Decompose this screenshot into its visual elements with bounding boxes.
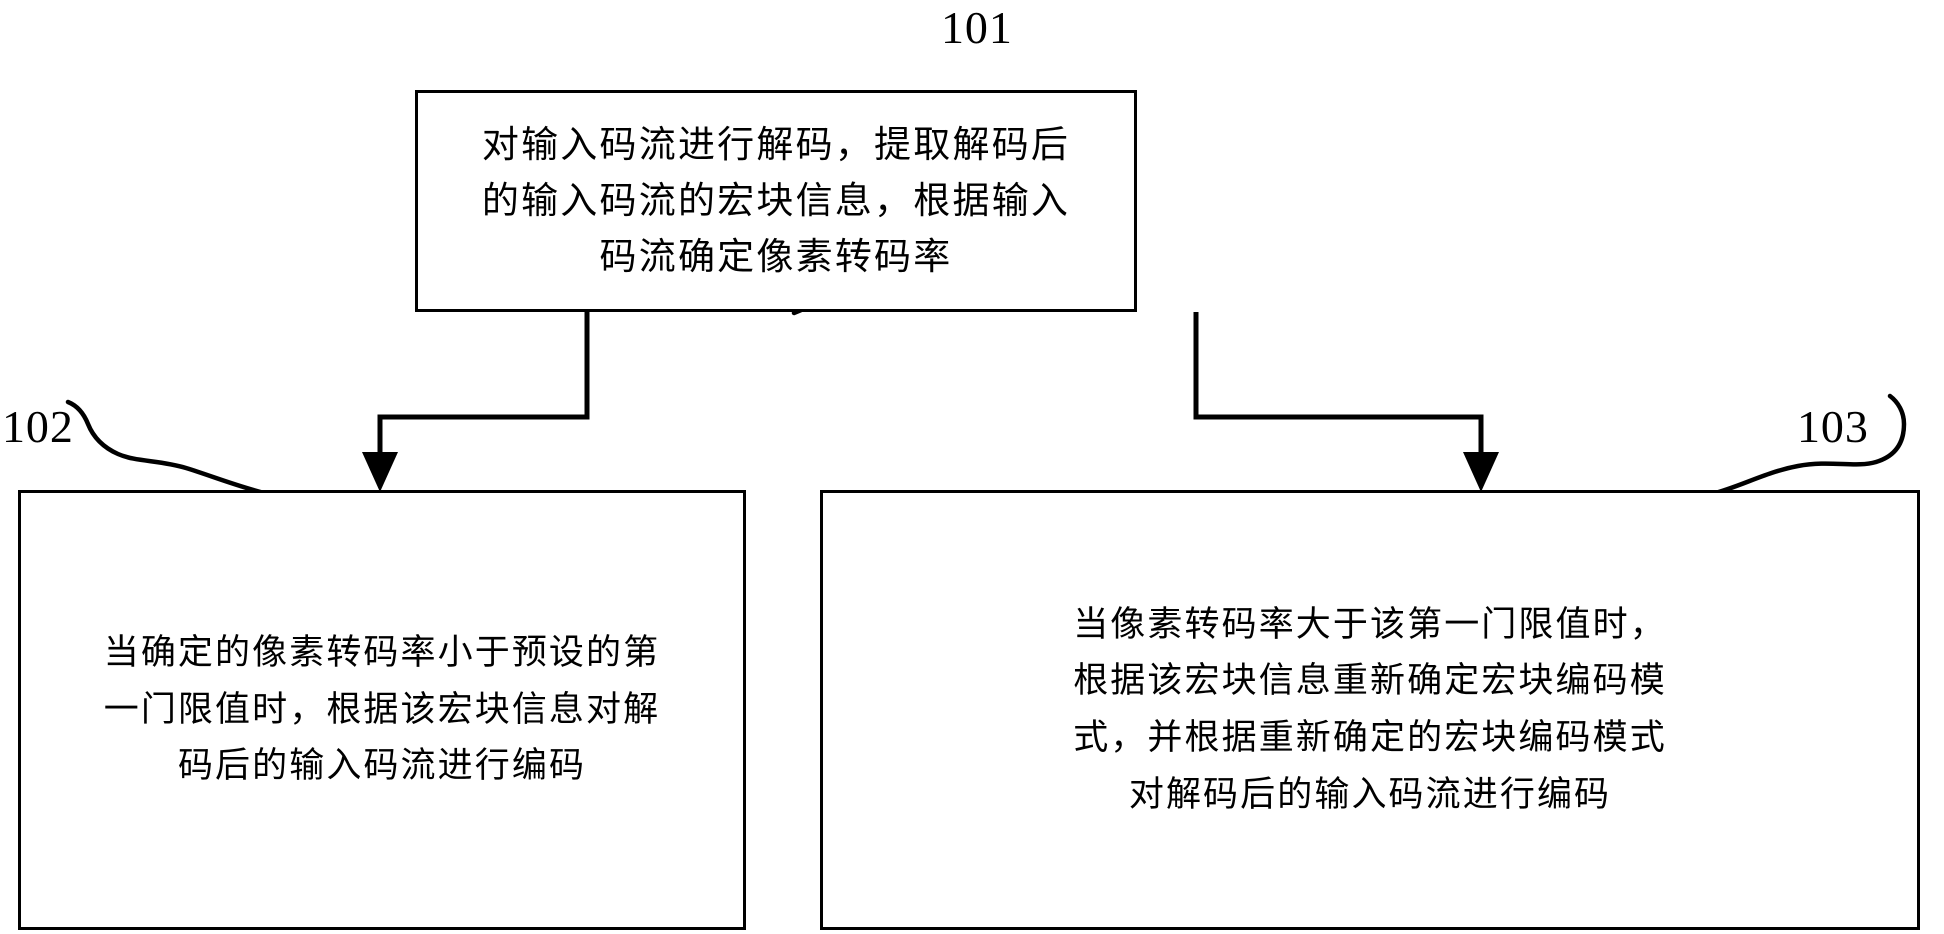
box-103-line-2: 根据该宏块信息重新确定宏块编码模 bbox=[1073, 661, 1667, 702]
box-101-line-1: 对输入码流进行解码，提取解码后 bbox=[481, 122, 1071, 166]
edge-101-102-line bbox=[377, 312, 590, 466]
box-102-line-3: 码后的输入码流进行编码 bbox=[177, 746, 587, 787]
process-box-102: 当确定的像素转码率小于预设的第 一门限值时，根据该宏块信息对解 码后的输入码流进… bbox=[18, 490, 746, 930]
process-box-103: 当像素转码率大于该第一门限值时， 根据该宏块信息重新确定宏块编码模 式，并根据重… bbox=[820, 490, 1920, 930]
edge-101-102-arrowhead bbox=[362, 452, 398, 492]
edge-101-103-arrowhead bbox=[1463, 452, 1499, 492]
leader-line-102 bbox=[65, 399, 271, 497]
reference-numeral-102: 102 bbox=[2, 401, 74, 452]
process-box-101: 对输入码流进行解码，提取解码后 的输入码流的宏块信息，根据输入 码流确定像素转码… bbox=[415, 90, 1137, 312]
edge-101-103-line bbox=[1193, 312, 1484, 466]
box-101-line-2: 的输入码流的宏块信息，根据输入 bbox=[481, 178, 1071, 222]
box-101-line-3: 码流确定像素转码率 bbox=[599, 235, 953, 279]
box-103-line-3: 式，并根据重新确定的宏块编码模式 bbox=[1073, 718, 1667, 758]
box-103-line-1: 当像素转码率大于该第一门限值时， bbox=[1073, 604, 1667, 645]
box-102-line-1: 当确定的像素转码率小于预设的第 bbox=[103, 632, 661, 673]
box-102-line-2: 一门限值时，根据该宏块信息对解 bbox=[103, 689, 661, 730]
reference-numeral-101: 101 bbox=[941, 2, 1013, 53]
reference-numeral-103: 103 bbox=[1797, 401, 1869, 452]
box-103-line-4: 对解码后的输入码流进行编码 bbox=[1128, 774, 1612, 815]
